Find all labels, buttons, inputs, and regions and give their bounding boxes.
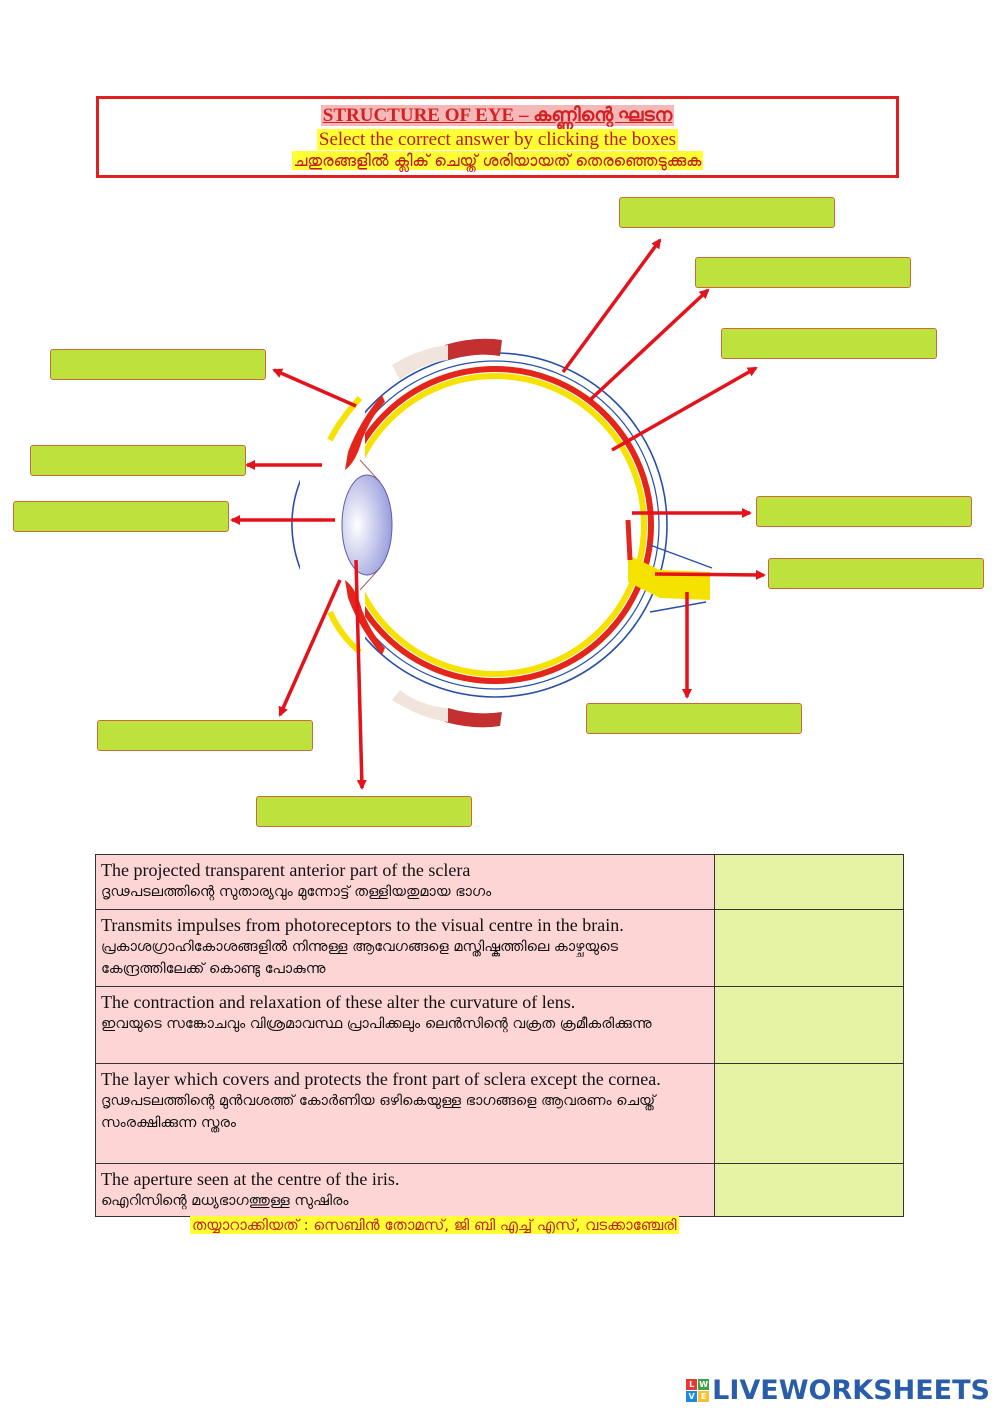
answer-box-bottom-right[interactable] — [586, 703, 802, 734]
arrow-bottom-center — [354, 559, 367, 790]
arrow-right-5 — [654, 569, 766, 580]
optic-nerve — [625, 519, 713, 613]
table-row: The projected transparent anterior part … — [95, 854, 904, 910]
table-row: The contraction and relaxation of these … — [95, 986, 904, 1064]
questions-table: The projected transparent anterior part … — [95, 854, 904, 1217]
eye-diagram — [230, 238, 766, 790]
answer-box-right-5[interactable] — [768, 558, 984, 589]
liveworksheets-logo-icon: L W V E — [686, 1379, 710, 1402]
question-malayalam: പ്രകാശഗ്രാഹികോശങ്ങളിൽ നിന്നുള്ള ആവേഗങ്ങള… — [101, 939, 619, 977]
eye-muscle-bottom — [445, 708, 502, 728]
ciliary-body-top — [345, 395, 385, 470]
answer-box-top-right-1[interactable] — [619, 197, 835, 228]
question-malayalam: ഐറിസിന്റെ മധ്യഭാഗത്തുള്ള സുഷിരം — [101, 1193, 349, 1209]
arrow-bottom-left — [278, 579, 342, 717]
answer-box-top-right-2[interactable] — [695, 257, 911, 288]
question-cell: The aperture seen at the centre of the i… — [95, 1163, 715, 1217]
ciliary-body-bottom — [345, 580, 385, 655]
question-english: The contraction and relaxation of these … — [101, 992, 576, 1012]
answer-box-bottom-center[interactable] — [256, 796, 472, 827]
instruction-malayalam: ചതുരങ്ങളിൽ ക്ലിക് ചെയ്ത് ശരിയായത് തെരഞ്ഞ… — [291, 151, 704, 170]
answer-cell[interactable] — [714, 909, 904, 987]
answer-box-right-4[interactable] — [756, 496, 972, 527]
question-cell: The layer which covers and protects the … — [95, 1063, 715, 1164]
table-row: The layer which covers and protects the … — [95, 1063, 904, 1164]
question-malayalam: ദൃഢപടലത്തിന്റെ സുതാര്യവും മുന്നോട്ട് തള്… — [101, 884, 492, 900]
table-row: The aperture seen at the centre of the i… — [95, 1163, 904, 1217]
answer-cell[interactable] — [714, 854, 904, 910]
brand-name: LIVEWORKSHEETS — [712, 1375, 990, 1406]
answer-cell[interactable] — [714, 1163, 904, 1217]
question-cell: The contraction and relaxation of these … — [95, 986, 715, 1064]
header-box: STRUCTURE OF EYE – കണ്ണിന്റെ ഘടന Select … — [96, 96, 899, 178]
question-malayalam: ഇവയുടെ സങ്കോചവും വിശ്രമാവസ്ഥ പ്രാപിക്കലു… — [101, 1016, 652, 1032]
pointer-arrows — [230, 238, 766, 790]
arrow-top-right-1 — [561, 238, 662, 374]
question-malayalam: ദൃഢപടലത്തിന്റെ മുൻവശത്ത് കോർണിയ ഒഴികെയുള… — [101, 1093, 656, 1131]
answer-box-left-2[interactable] — [30, 445, 246, 476]
answer-box-top-right-3[interactable] — [721, 328, 937, 359]
answer-box-left-3[interactable] — [13, 501, 229, 532]
arrow-top-right-3 — [611, 366, 758, 452]
question-cell: Transmits impulses from photoreceptors t… — [95, 909, 715, 987]
answer-cell[interactable] — [714, 986, 904, 1064]
page-title: STRUCTURE OF EYE – കണ്ണിന്റെ ഘടന — [320, 105, 675, 126]
arrow-left-1 — [272, 368, 357, 408]
question-cell: The projected transparent anterior part … — [95, 854, 715, 910]
question-english: The projected transparent anterior part … — [101, 860, 471, 880]
author-credit: തയ്യാറാക്കിയത് : സെബിൻ തോമസ്, ജി ബി എച്ച… — [190, 1216, 679, 1234]
answer-box-bottom-left[interactable] — [97, 720, 313, 751]
arrow-top-right-2 — [588, 288, 710, 402]
liveworksheets-brand[interactable]: L W V E LIVEWORKSHEETS — [686, 1375, 990, 1406]
lens — [341, 474, 393, 576]
answer-cell[interactable] — [714, 1063, 904, 1164]
answer-box-left-1[interactable] — [50, 349, 266, 380]
instruction-english: Select the correct answer by clicking th… — [316, 129, 679, 150]
table-row: Transmits impulses from photoreceptors t… — [95, 909, 904, 987]
question-english: The layer which covers and protects the … — [101, 1069, 661, 1089]
question-english: Transmits impulses from photoreceptors t… — [101, 915, 624, 935]
question-english: The aperture seen at the centre of the i… — [101, 1169, 400, 1189]
eye-muscle-top — [445, 338, 502, 360]
